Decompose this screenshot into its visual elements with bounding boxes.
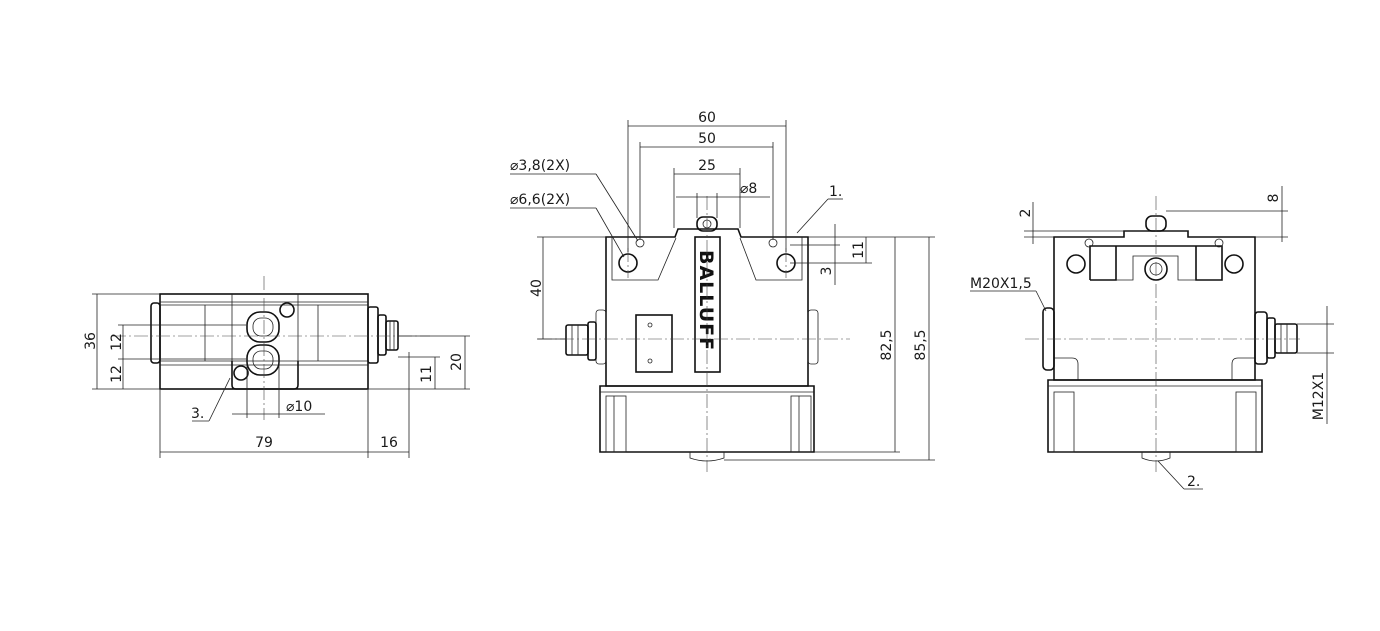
dim-11-side: 11 [419,365,435,383]
dim-dia-10: ⌀10 [286,399,312,415]
dim-8-end: 8 [1266,194,1282,203]
end-view-housing [1053,230,1256,381]
front-label-plate [635,314,673,373]
roller-lower [246,344,280,376]
dim-12-upper: 12 [109,333,125,351]
thread-m20: M20X1,5 [970,276,1032,292]
dim-60: 60 [698,110,716,126]
dim-36: 36 [83,332,99,350]
dim-40: 40 [529,279,545,297]
dim-50: 50 [698,131,716,147]
end-view-base [1047,379,1263,453]
dim-82-5: 82,5 [879,329,895,360]
dim-79: 79 [255,435,273,451]
dim-dia-8: ⌀8 [740,181,757,197]
dim-20: 20 [449,353,465,371]
end-view: 2 8 M20X1,5 M12X1 2. [970,186,1334,490]
end-mount-hole-right [1224,254,1244,274]
roller-upper [246,311,280,343]
dim-12-lower: 12 [109,365,125,383]
side-view: 36 12 12 20 11 ⌀10 3. 79 16 [83,276,470,458]
callout-3: 3. [191,406,204,422]
dim-16: 16 [380,435,398,451]
dim-25: 25 [698,158,716,174]
front-view: BALLUFF 60 50 25 ⌀8 [510,110,935,472]
callout-2: 2. [1187,474,1200,490]
end-mount-hole-left [1066,254,1086,274]
front-brand-plate [694,236,721,373]
dim-2: 2 [1018,209,1034,218]
brand-logo: BALLUFF [695,250,717,351]
callout-1: 1. [829,184,842,200]
dim-11-front: 11 [851,241,867,259]
thread-m12: M12X1 [1311,372,1327,420]
dim-3: 3 [819,267,835,276]
dim-85-5: 85,5 [913,329,929,360]
dim-dia-3-8: ⌀3,8(2X) [510,158,570,174]
dim-dia-6-6: ⌀6,6(2X) [510,192,570,208]
